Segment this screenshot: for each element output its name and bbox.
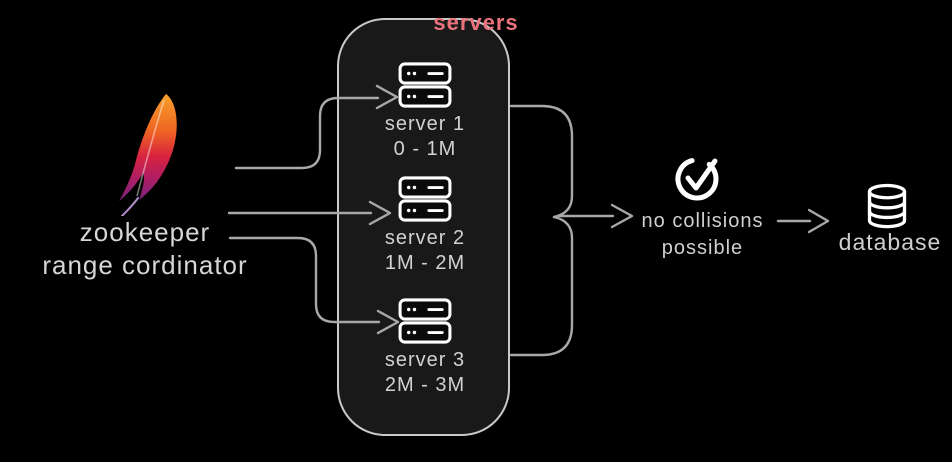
apache-feather-icon xyxy=(119,94,177,216)
arrowhead-database xyxy=(807,208,830,234)
server-group-3: server 3 2M - 3M xyxy=(363,298,487,398)
server-group-2: server 2 1M - 2M xyxy=(363,176,487,276)
check-circle-icon xyxy=(675,158,719,201)
result-label-line2: possible xyxy=(661,237,744,259)
coordinator-label-line2: range cordinator xyxy=(42,250,248,280)
database-label: database xyxy=(838,229,942,255)
database-icon xyxy=(867,183,907,229)
server-icon xyxy=(398,176,452,222)
server-3-name: server 3 xyxy=(384,349,466,371)
server-group-1: server 1 0 - 1M xyxy=(363,62,487,162)
server-2-range: 1M - 2M xyxy=(384,252,466,274)
server-2-name: server 2 xyxy=(384,227,466,249)
server-icon xyxy=(398,62,452,108)
servers-box-title: servers xyxy=(433,10,519,35)
coordinator-label-line1: zookeeper xyxy=(79,217,211,247)
server-icon xyxy=(398,298,452,344)
result-label-line1: no collisions xyxy=(641,210,764,232)
result-label: no collisions possible xyxy=(615,208,790,262)
server-1-range: 0 - 1M xyxy=(393,138,457,160)
server-1-name: server 1 xyxy=(384,113,466,135)
coordinator-label: zookeeper range cordinator xyxy=(20,216,270,282)
merge-brace-top xyxy=(509,104,574,219)
server-3-range: 2M - 3M xyxy=(384,374,466,396)
merge-brace-bottom xyxy=(509,215,574,357)
